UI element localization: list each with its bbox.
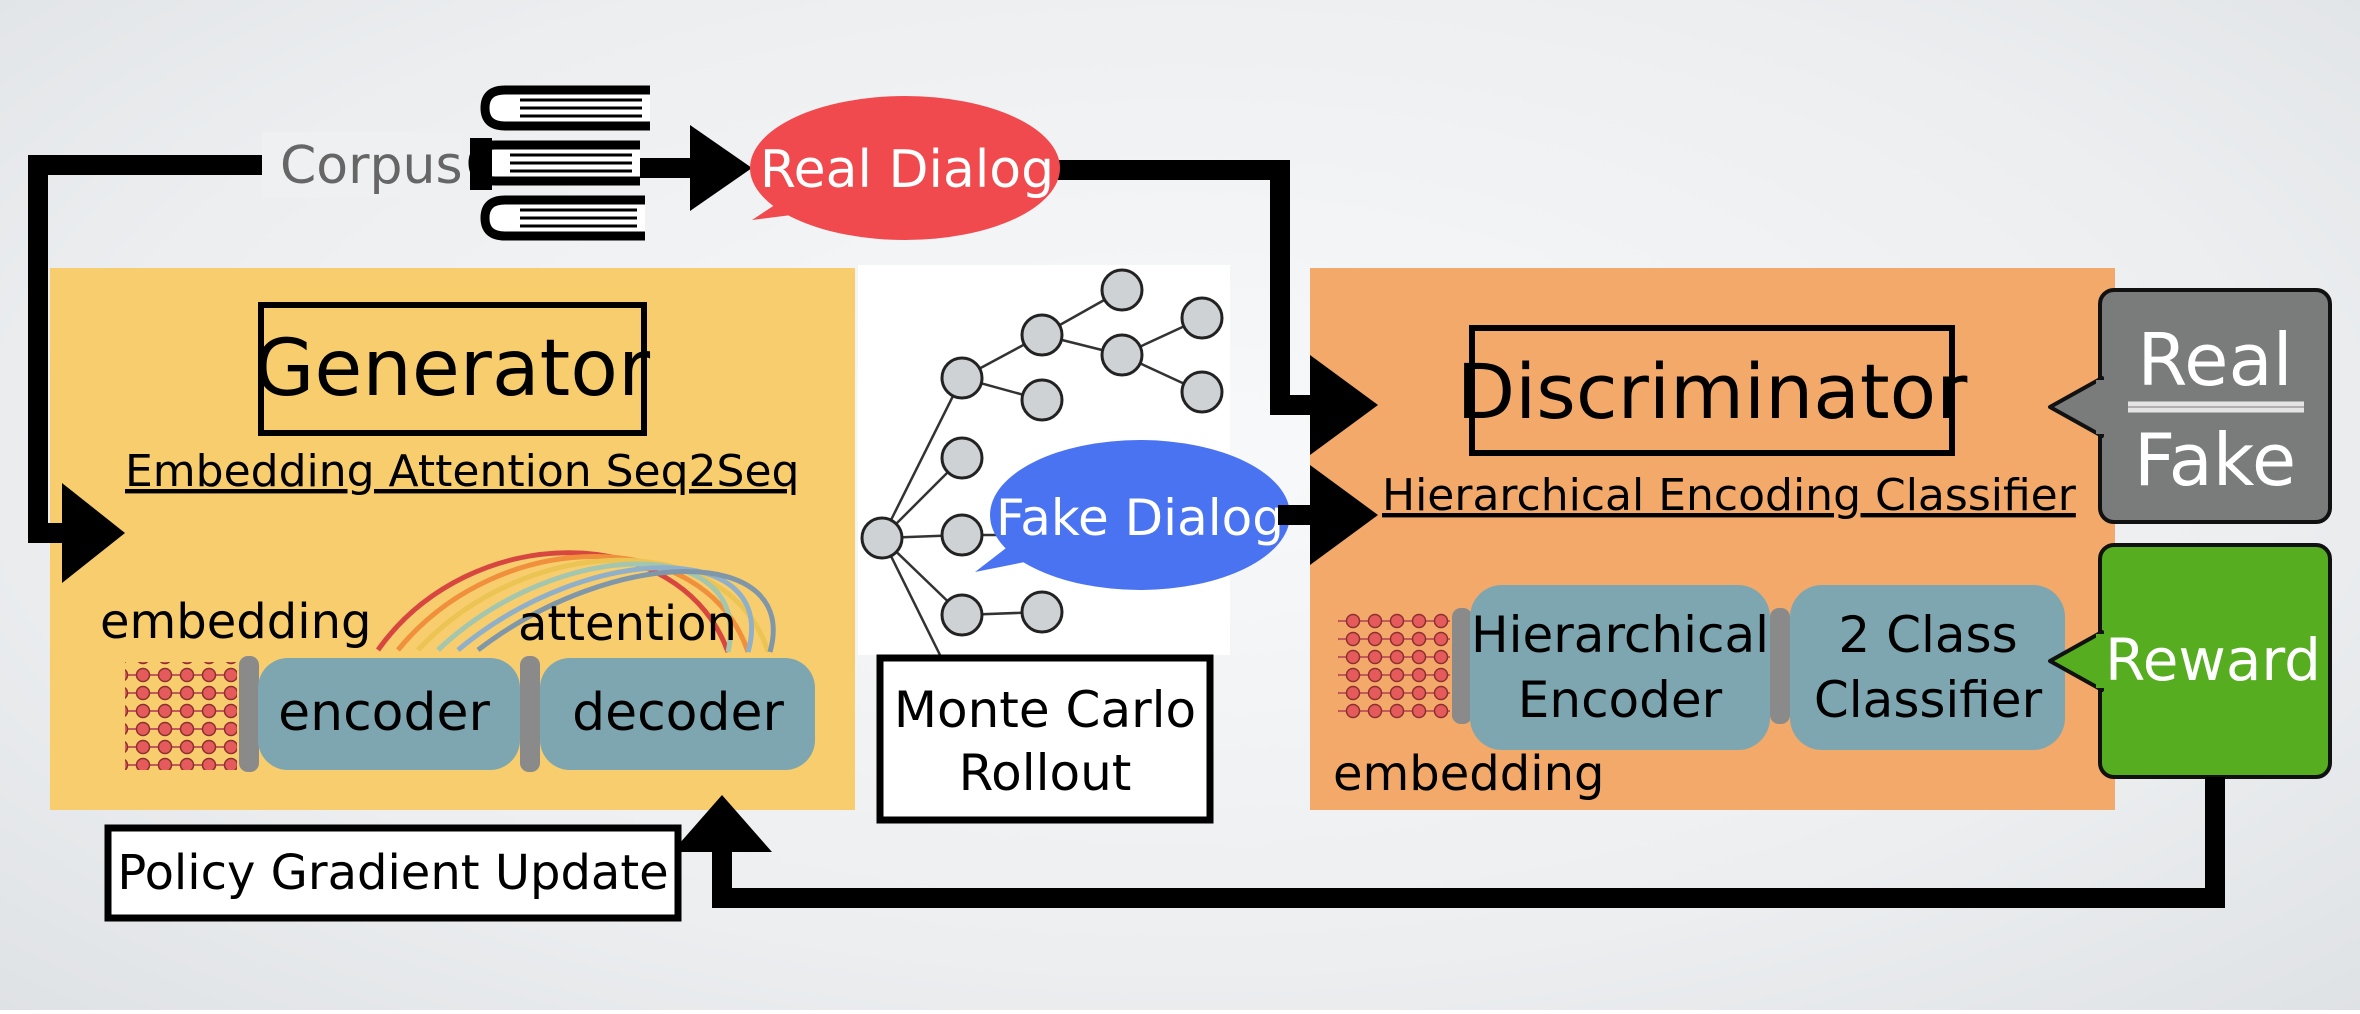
reward-pointer-joint: [2096, 634, 2106, 688]
rollout-line2: Rollout: [959, 744, 1132, 802]
generator-embedding-matrix: [125, 662, 237, 770]
hierarchical-encoder-block: [1470, 585, 1770, 750]
classifier-line2: Classifier: [1814, 671, 2043, 729]
attention-arcs: [375, 550, 776, 653]
hierarchical-encoder-line1: Hierarchical: [1471, 606, 1769, 664]
arrow-head-discriminator-top: [1310, 355, 1378, 455]
rollout-tree-nodes: [860, 268, 1224, 637]
hierarchical-encoder-line2: Encoder: [1518, 671, 1723, 729]
policy-update-box: [104, 824, 682, 922]
encoder-label: encoder: [278, 683, 490, 743]
verdict-pointer-joint: [2096, 380, 2106, 434]
corpus-label-bg: [262, 132, 462, 198]
discriminator-title: Discriminator: [1457, 347, 1969, 436]
arrow-head-real-dialog: [690, 125, 752, 211]
classifier-block: [1790, 585, 2065, 750]
policy-update-label: Policy Gradient Update: [117, 845, 668, 901]
discriminator-subtitle: Hierarchical Encoding Classifier: [1382, 470, 2077, 521]
encoder-block: [258, 658, 520, 770]
verdict-real: Real: [2137, 318, 2292, 402]
discriminator-connector-1: [1452, 608, 1472, 724]
real-to-discriminator-line: [1045, 160, 1320, 415]
generator-connector-2: [520, 656, 540, 772]
real-dialog-label: Real Dialog: [760, 140, 1054, 200]
arrow-head-discriminator-mid: [1310, 465, 1378, 565]
flow-arrows: [28, 155, 2225, 908]
corpus-label: Corpus: [280, 136, 463, 196]
reward-to-generator-line: [712, 777, 2225, 908]
decoder-label: decoder: [572, 683, 784, 743]
classifier-line1: 2 Class: [1838, 606, 2017, 664]
attention-label: attention: [518, 596, 737, 652]
arrow-head-generator-update: [672, 795, 772, 852]
generator-title: Generator: [254, 324, 651, 414]
corpus-to-generator-line: [28, 155, 262, 543]
generator-connector-1: [239, 656, 259, 772]
discriminator-connector-2: [1770, 608, 1790, 724]
fake-dialog-label: Fake Dialog: [996, 489, 1284, 547]
verdict-fake: Fake: [2134, 418, 2296, 502]
reward-label: Reward: [2105, 626, 2321, 694]
discriminator-embedding-matrix: [1338, 612, 1450, 720]
real-dialog-bubble: [750, 96, 1060, 240]
generator-subtitle: Embedding Attention Seq2Seq: [125, 446, 799, 497]
rollout-box: [876, 654, 1214, 824]
discriminator-embedding-label: embedding: [1333, 746, 1604, 802]
generator-title-box: [258, 302, 647, 436]
decoder-block: [540, 658, 815, 770]
arrow-head-generator: [62, 483, 125, 583]
books-icon: [468, 85, 650, 241]
arrow-heads: [62, 125, 1378, 852]
discriminator-title-box: [1469, 325, 1955, 456]
generator-embedding-label: embedding: [100, 594, 371, 650]
verdict-strikethrough: [2128, 401, 2304, 413]
fake-dialog-bubble: [990, 440, 1290, 590]
rollout-line1: Monte Carlo: [894, 681, 1196, 739]
